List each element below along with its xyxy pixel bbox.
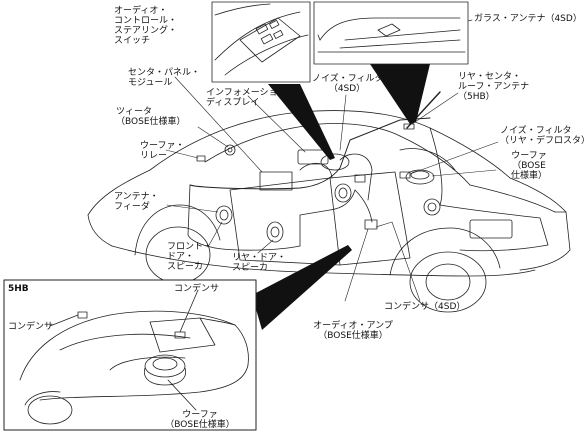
label-inset-woofer: ウーファ （BOSE仕様車）	[165, 410, 235, 430]
label-rear-door-speaker: リヤ・ドア・ スピーカ	[232, 253, 287, 273]
inset-steering-switch	[211, 1, 311, 83]
label-front-door-speaker: フロント・ ドア・ スピーカ	[167, 242, 213, 272]
label-steering-switch: オーディオ・ コントロール・ ステアリング・ スイッチ	[114, 6, 178, 46]
label-woofer-bose: ウーファ （BOSE 仕様車）	[510, 151, 547, 181]
callout-wedges	[252, 64, 430, 330]
label-condenser-4sd: コンデンサ（4SD）	[384, 302, 466, 312]
label-information-display: インフォメーション・ ディスプレイ	[206, 88, 296, 108]
inset-glass-antenna	[313, 1, 469, 65]
label-rear-center-roof-antenna: リヤ・センタ・ ルーフ・アンテナ （5HB）	[458, 72, 530, 102]
inset-5hb	[3, 279, 257, 431]
label-noise-filter-rear-defroster: ノイズ・フィルタ （リヤ・デフロスタ）	[500, 126, 586, 146]
label-tweeter: ツィータ （BOSE仕様車）	[116, 107, 186, 127]
label-audio-amp: オーディオ・アンプ （BOSE仕様車）	[313, 321, 393, 341]
inset-title-5hb: 5HB	[8, 284, 29, 294]
label-glass-antenna: ガラス・アンテナ（4SD）	[474, 14, 582, 24]
label-inset-condenser-left: コンデンサ	[8, 322, 54, 332]
main-car-outline	[87, 110, 571, 313]
label-center-panel-module: センタ・パネル・ モジュール	[128, 68, 201, 88]
label-inset-condenser-top: コンデンサ	[174, 284, 220, 294]
label-woofer-relay: ウーファ・ リレー	[140, 141, 185, 161]
label-antenna-feeder: アンテナ・ フィーダ	[114, 192, 159, 212]
label-noise-filter-4sd: ノイズ・フィルタ （4SD）	[312, 74, 384, 94]
